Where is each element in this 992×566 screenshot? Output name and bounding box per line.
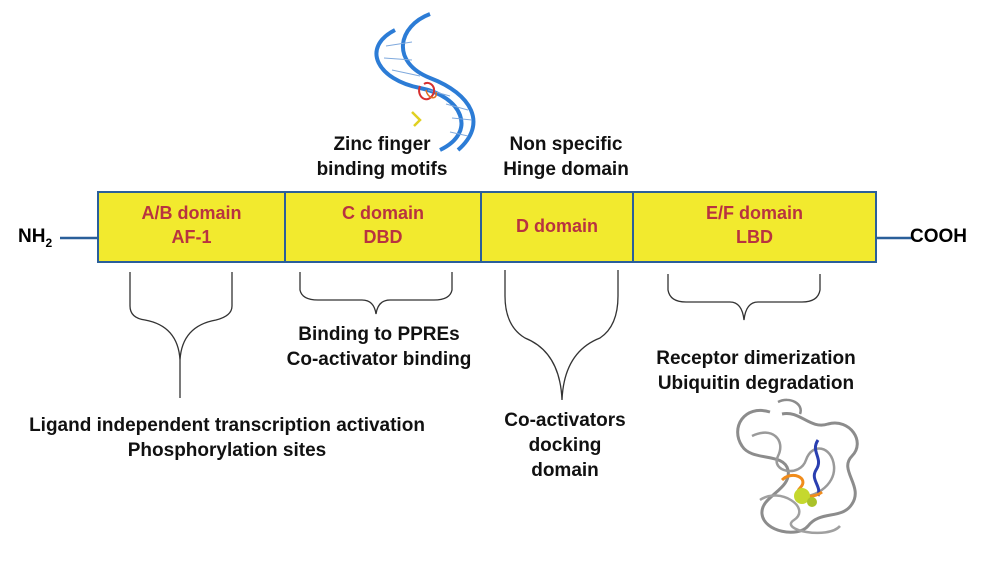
n-terminus-base: NH <box>18 226 46 247</box>
ab-function-line1: Ligand independent transcription activat… <box>29 415 425 436</box>
domain-box-c <box>284 191 482 263</box>
c-terminus-text: COOH <box>910 226 967 247</box>
n-terminus-subscript: 2 <box>45 235 53 250</box>
c-terminus-label: COOH <box>910 226 967 248</box>
domain-d-name: D domain <box>515 216 598 236</box>
domain-ab-sub: AF-1 <box>171 227 212 247</box>
domain-ef-label: E/F domain LBD <box>633 201 876 249</box>
d-function-line2: docking <box>528 435 602 456</box>
c-function-line1: Binding to PPREs <box>298 324 460 345</box>
domain-ab-name: A/B domain <box>141 203 242 223</box>
d-function-line1: Co-activators <box>504 410 626 431</box>
c-function-label: Binding to PPREs Co-activator binding <box>268 322 490 372</box>
ef-function-line1: Receptor dimerization <box>656 348 856 369</box>
hinge-domain-label: Non specific Hinge domain <box>486 132 646 182</box>
n-terminus-label: NH2 <box>18 226 52 254</box>
brace-d <box>504 270 619 401</box>
dna-structure-illustration <box>374 12 476 152</box>
ef-function-line2: Ubiquitin degradation <box>657 373 855 394</box>
domain-box-ab <box>97 191 286 263</box>
ef-function-label: Receptor dimerization Ubiquitin degradat… <box>638 346 874 396</box>
zinc-finger-line1: Zinc finger <box>333 134 431 155</box>
domain-ef-name: E/F domain <box>705 203 803 223</box>
zinc-finger-line2: binding motifs <box>316 159 448 180</box>
domain-c-label: C domain DBD <box>285 201 481 249</box>
zinc-finger-label: Zinc finger binding motifs <box>292 132 472 182</box>
domain-box-ef <box>632 191 877 263</box>
domain-ef-sub: LBD <box>736 227 773 247</box>
domain-ab-label: A/B domain AF-1 <box>98 201 285 249</box>
hinge-line2: Hinge domain <box>503 159 629 180</box>
domain-d-label: D domain <box>481 214 633 238</box>
ab-function-label: Ligand independent transcription activat… <box>2 413 452 463</box>
d-function-label: Co-activators docking domain <box>490 408 640 483</box>
brace-ef <box>667 274 821 321</box>
d-function-line3: domain <box>531 460 599 481</box>
domain-c-sub: DBD <box>363 227 403 247</box>
ab-function-line2: Phosphorylation sites <box>127 440 327 461</box>
domain-c-name: C domain <box>341 203 424 223</box>
c-function-line2: Co-activator binding <box>286 349 472 370</box>
brace-ab <box>129 272 233 398</box>
hinge-line1: Non specific <box>509 134 623 155</box>
lbd-protein-structure-illustration <box>736 398 859 535</box>
brace-c <box>299 272 453 315</box>
domain-box-d <box>480 191 634 263</box>
